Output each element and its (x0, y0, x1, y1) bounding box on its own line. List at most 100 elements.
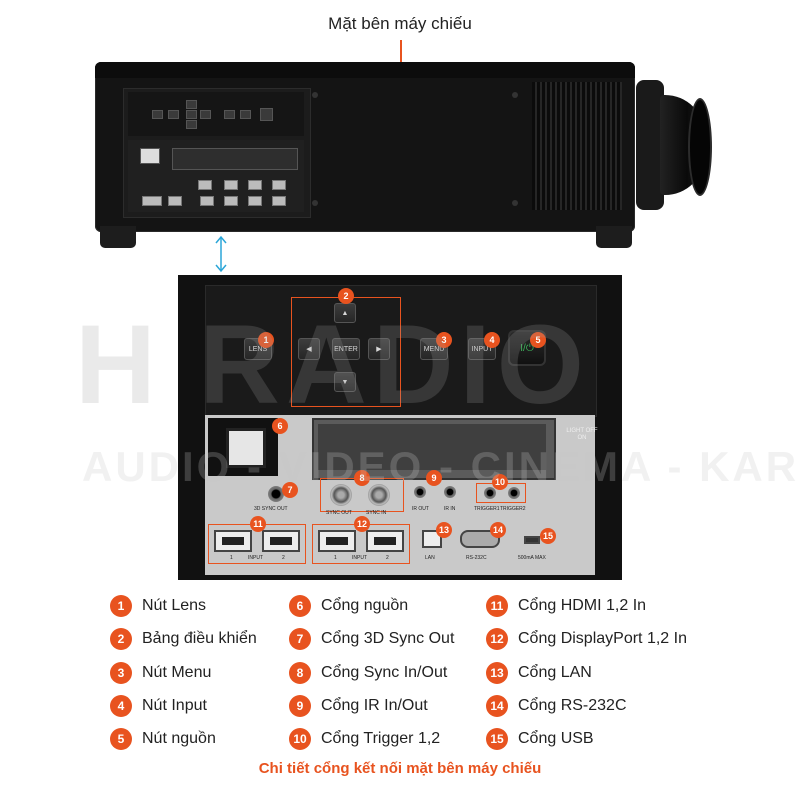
projector-top-edge (95, 62, 635, 78)
dp-1-number: 1 (334, 555, 337, 561)
legend-item: 9 Cổng IR In/Out (289, 693, 428, 719)
mini-port (272, 180, 286, 190)
mini-slot-plate (172, 148, 298, 170)
sync-in-label: SYNC IN (366, 510, 387, 516)
projector-mini-port-panel (128, 140, 304, 212)
mini-button (168, 110, 179, 119)
hdmi-1-number: 1 (230, 555, 233, 561)
mini-port (200, 196, 214, 206)
projector-foot (100, 226, 136, 248)
legend-number: 13 (486, 662, 508, 684)
screw (312, 92, 318, 98)
callout-badge: 8 (354, 470, 370, 486)
ir-in-label: IR IN (444, 506, 456, 512)
legend-number: 9 (289, 695, 311, 717)
sync-out-label: SYNC OUT (326, 510, 352, 516)
ir-out-port (414, 486, 426, 498)
callout-badge: 1 (258, 332, 274, 348)
legend-text: Cổng IR In/Out (321, 697, 428, 714)
lens-mount (636, 80, 664, 210)
lens-front (688, 98, 712, 196)
projector-vent (532, 82, 622, 210)
projector-mini-control-panel (128, 92, 304, 136)
callout-badge: 11 (250, 516, 266, 532)
hdmi-input-label: INPUT (248, 555, 263, 561)
legend-number: 15 (486, 728, 508, 750)
side-view-label: Mặt bên máy chiếu (328, 14, 472, 33)
dp-input-label: INPUT (352, 555, 367, 561)
watermark-logo: H RADIO (75, 302, 590, 427)
legend-item: 11 Cổng HDMI 1,2 In (486, 593, 646, 619)
callout-badge: 15 (540, 528, 556, 544)
ac-power-socket (226, 428, 266, 468)
right-key: ▶ (368, 338, 390, 360)
usb-port (524, 536, 540, 544)
hdmi-1-port (214, 530, 252, 552)
3d-sync-out-label: 3D SYNC OUT (254, 506, 288, 512)
callout-badge: 13 (436, 522, 452, 538)
legend-number: 12 (486, 628, 508, 650)
option-slot-cover (318, 424, 546, 470)
ir-out-label: IR OUT (412, 506, 429, 512)
legend-number: 1 (110, 595, 132, 617)
mini-port (224, 196, 238, 206)
legend-text: Cổng LAN (518, 664, 592, 681)
mini-button (186, 120, 197, 129)
light-switch-label: LIGHT OFF ON (566, 428, 598, 441)
legend-item: 13 Cổng LAN (486, 660, 592, 686)
displayport-2-port (366, 530, 404, 552)
callout-badge: 14 (490, 522, 506, 538)
hdmi-2-port (262, 530, 300, 552)
footer-caption: Chi tiết cổng kết nối mặt bên máy chiếu (258, 760, 542, 777)
rs232c-port (460, 530, 500, 548)
3d-sync-out-port (268, 486, 284, 502)
projector-foot (596, 226, 632, 248)
legend-text: Nút Input (142, 697, 207, 714)
legend-number: 11 (486, 595, 508, 617)
mini-port (142, 196, 162, 206)
legend-text: Nút nguồn (142, 730, 216, 747)
mini-button (224, 110, 235, 119)
callout-badge: 4 (484, 332, 500, 348)
callout-badge: 6 (272, 418, 288, 434)
usb-label: 500mA MAX (518, 555, 546, 561)
legend-number: 8 (289, 662, 311, 684)
callout-badge: 3 (436, 332, 452, 348)
rs232c-label: RS-232C (466, 555, 487, 561)
legend-number: 7 (289, 628, 311, 650)
legend-text: Cổng nguồn (321, 597, 409, 614)
mini-button (152, 110, 163, 119)
callout-badge: 9 (426, 470, 442, 486)
mini-button (240, 110, 251, 119)
double-arrow-icon (215, 235, 227, 273)
legend-text: Cổng Trigger 1,2 (321, 730, 441, 747)
legend-number: 10 (289, 728, 311, 750)
callout-badge: 5 (530, 332, 546, 348)
legend-text: Cổng RS-232C (518, 697, 627, 714)
sync-out-bnc-port (330, 484, 352, 506)
legend-number: 3 (110, 662, 132, 684)
enter-button: ENTER (332, 338, 360, 360)
callout-badge: 7 (282, 482, 298, 498)
legend-item: 10 Cổng Trigger 1,2 (289, 726, 440, 752)
legend-number: 5 (110, 728, 132, 750)
trigger2-port (508, 487, 520, 499)
callout-badge: 12 (354, 516, 370, 532)
legend-text: Cổng HDMI 1,2 In (518, 597, 647, 614)
mini-power-button (260, 108, 273, 121)
ir-in-port (444, 486, 456, 498)
lan-label: LAN (425, 555, 435, 561)
mini-port (224, 180, 238, 190)
power-icon: I/⏻ (520, 342, 534, 354)
watermark-tagline: AUDIO - VIDEO - CINEMA - KARAOKE (82, 443, 800, 490)
legend-item: 5 Nút nguồn (110, 726, 216, 752)
sync-in-bnc-port (368, 484, 390, 506)
